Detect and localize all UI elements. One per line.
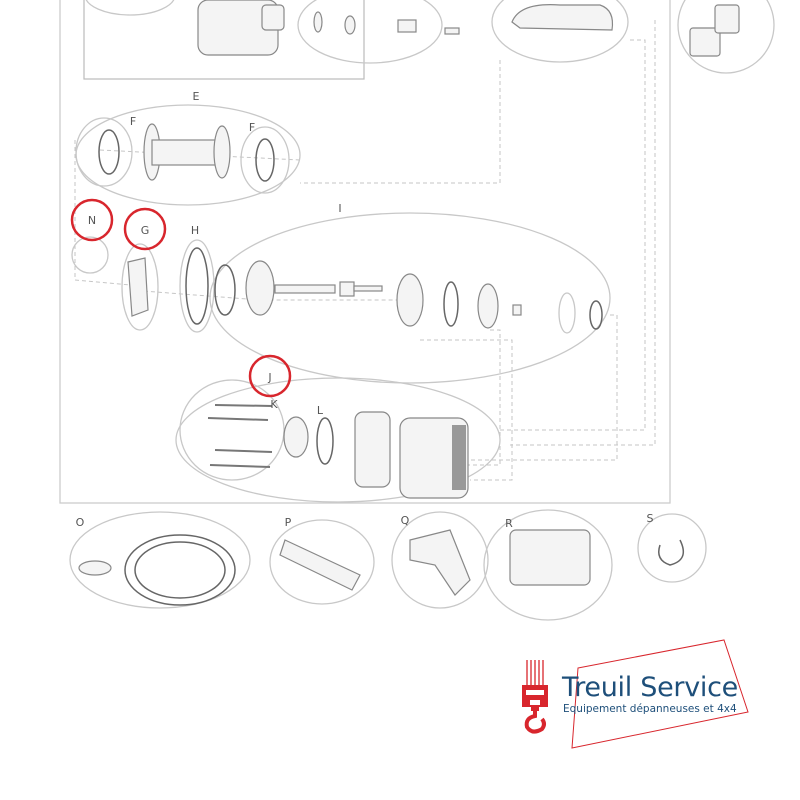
highlight-circle-j bbox=[248, 354, 292, 398]
label-h: H bbox=[191, 224, 199, 237]
label-j: J bbox=[267, 371, 271, 384]
label-p: P bbox=[285, 516, 292, 529]
crane-hook-icon bbox=[522, 660, 548, 734]
label-n: N bbox=[88, 214, 96, 227]
label-s: S bbox=[647, 512, 654, 525]
group-i bbox=[209, 212, 611, 384]
group-e bbox=[75, 104, 301, 206]
logo-title: Treuil Service bbox=[562, 672, 738, 703]
label-f-right: F bbox=[249, 121, 255, 134]
highlight-circle-n bbox=[70, 198, 114, 242]
label-f-left: F bbox=[130, 115, 136, 128]
label-k: K bbox=[270, 398, 278, 411]
diagram-frame bbox=[59, 0, 671, 504]
label-e: E bbox=[193, 90, 200, 103]
label-l: L bbox=[317, 404, 324, 417]
logo-frame bbox=[571, 639, 749, 749]
label-r: R bbox=[505, 517, 513, 530]
top-group-frame bbox=[83, 0, 365, 80]
top-parts bbox=[85, 0, 775, 74]
accessories bbox=[69, 509, 707, 621]
label-i: I bbox=[338, 202, 341, 215]
label-q: Q bbox=[401, 514, 410, 527]
highlight-circle-g bbox=[123, 207, 167, 251]
label-g: G bbox=[141, 224, 150, 237]
logo-subtitle: Equipement dépanneuses et 4x4 bbox=[563, 703, 737, 715]
group-ngh bbox=[71, 236, 215, 333]
group-j bbox=[175, 377, 501, 503]
label-o: O bbox=[76, 516, 85, 529]
leader-lines bbox=[74, 20, 656, 481]
treuil-service-logo-graphic bbox=[522, 639, 749, 749]
